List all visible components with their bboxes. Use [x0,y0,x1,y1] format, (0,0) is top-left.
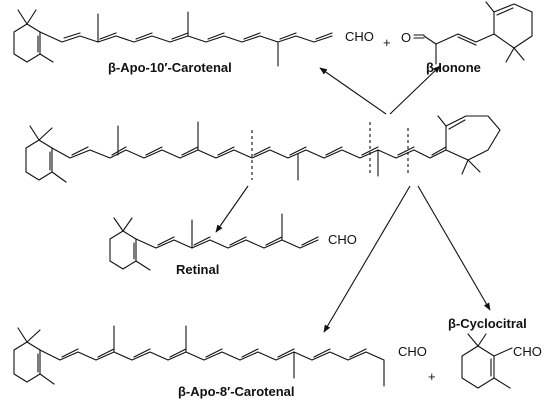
retinal-label: Retinal [176,262,219,277]
arrow-to-apo8 [323,185,411,333]
beta-carotene-structure [25,115,501,183]
plus-sign-top: + [383,35,391,50]
ionone-label: β-Ionone [426,60,481,75]
carotene-right-ring [437,115,501,175]
apo8-aldehyde: CHO [398,344,427,359]
carotene-chain [51,147,447,159]
apo10-aldehyde: CHO [345,29,374,44]
arrow-to-ionone [389,65,441,115]
arrow-to-apo10 [319,67,387,115]
reaction-arrows [215,65,491,333]
plus-sign-bottom: + [428,369,436,384]
apo10-ring [13,9,54,63]
apo10-structure: CHO β-Apo-10′-Carotenal [13,9,374,75]
carotene-left-ring [25,125,67,183]
cleavage-sites [251,122,409,180]
apo8-structure: CHO β-Apo-8′-Carotenal [13,325,427,399]
apo8-label: β-Apo-8′-Carotenal [178,384,295,399]
retinal-structure: CHO Retinal [109,213,357,277]
ionone-oxygen: O [401,30,411,45]
cyclocitral-aldehyde: CHO [513,344,542,359]
arrow-to-cyclocitral [417,185,491,311]
apo10-label: β-Apo-10′-Carotenal [108,60,232,75]
arrow-to-retinal [215,185,249,233]
cyclocitral-structure: β-Cyclocitral CHO [448,316,542,389]
cyclocitral-label: β-Cyclocitral [448,316,527,331]
ionone-structure: O β-Ionone [401,1,533,75]
retinal-aldehyde: CHO [328,232,357,247]
